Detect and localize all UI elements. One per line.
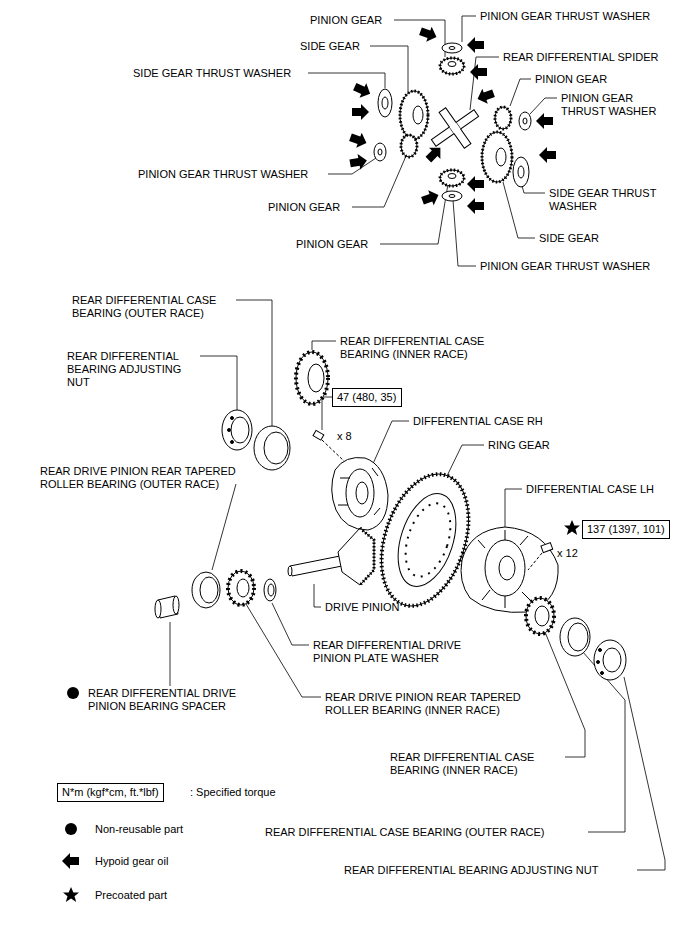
legend-text: Non-reusable part <box>95 823 183 836</box>
part-label: PINION GEAR <box>310 14 382 27</box>
torque-box: 137 (1397, 101) <box>582 520 670 539</box>
torque-value: 137 (1397, 101) <box>587 523 665 535</box>
part-label: REAR DIFFERENTIAL CASE BEARING (INNER RA… <box>390 751 570 777</box>
torque-value: 47 (480, 35) <box>337 391 396 403</box>
torque-box: 47 (480, 35) <box>332 388 402 407</box>
parts <box>155 43 626 680</box>
part-label: PINION GEAR THRUST WASHER <box>480 10 650 23</box>
part-label: SIDE GEAR <box>300 40 360 53</box>
torque-box: N*m (kgf*cm, ft.*lbf) <box>57 783 164 802</box>
part-label: DIFFERENTIAL CASE LH <box>526 483 654 496</box>
part-label: REAR DRIVE PINION REAR TAPERED ROLLER BE… <box>325 691 550 717</box>
part-label: PINION GEAR <box>296 238 368 251</box>
part-label: PINION GEAR THRUST WASHER <box>480 260 650 273</box>
part-label: REAR DIFFERENTIAL SPIDER <box>503 51 658 64</box>
part-label: PINION GEAR <box>268 201 340 214</box>
part-label: REAR DIFFERENTIAL DRIVE PINION BEARING S… <box>88 687 263 713</box>
part-label: PINION GEAR <box>535 73 607 86</box>
part-label: DRIVE PINION <box>325 601 400 614</box>
part-label: SIDE GEAR THRUST WASHER <box>133 67 291 80</box>
part-label: x 12 <box>557 547 578 560</box>
part-label: REAR DIFFERENTIAL BEARING ADJUSTING NUT <box>67 350 202 389</box>
part-label: REAR DIFFERENTIAL CASE BEARING (OUTER RA… <box>72 294 252 320</box>
part-label: REAR DRIVE PINION REAR TAPERED ROLLER BE… <box>40 465 265 491</box>
part-label: DIFFERENTIAL CASE RH <box>413 415 543 428</box>
part-label: REAR DIFFERENTIAL DRIVE PINION PLATE WAS… <box>313 639 488 665</box>
part-label: RING GEAR <box>488 439 550 452</box>
leader-lines <box>170 16 665 870</box>
part-label: PINION GEAR THRUST WASHER <box>138 168 308 181</box>
part-label: SIDE GEAR THRUST WASHER <box>549 187 674 213</box>
legend-text: Hypoid gear oil <box>95 855 168 868</box>
part-label: SIDE GEAR <box>539 232 599 245</box>
part-label: REAR DIFFERENTIAL BEARING ADJUSTING NUT <box>344 864 598 877</box>
part-label: PINION GEAR THRUST WASHER <box>561 92 661 118</box>
symbols <box>62 520 580 902</box>
legend-text: Precoated part <box>95 889 167 902</box>
part-label: REAR DIFFERENTIAL CASE BEARING (INNER RA… <box>340 335 520 361</box>
torque-value: N*m (kgf*cm, ft.*lbf) <box>62 786 159 798</box>
part-label: x 8 <box>337 430 352 443</box>
part-label: REAR DIFFERENTIAL CASE BEARING (OUTER RA… <box>265 826 545 839</box>
legend-text: : Specified torque <box>190 786 276 799</box>
